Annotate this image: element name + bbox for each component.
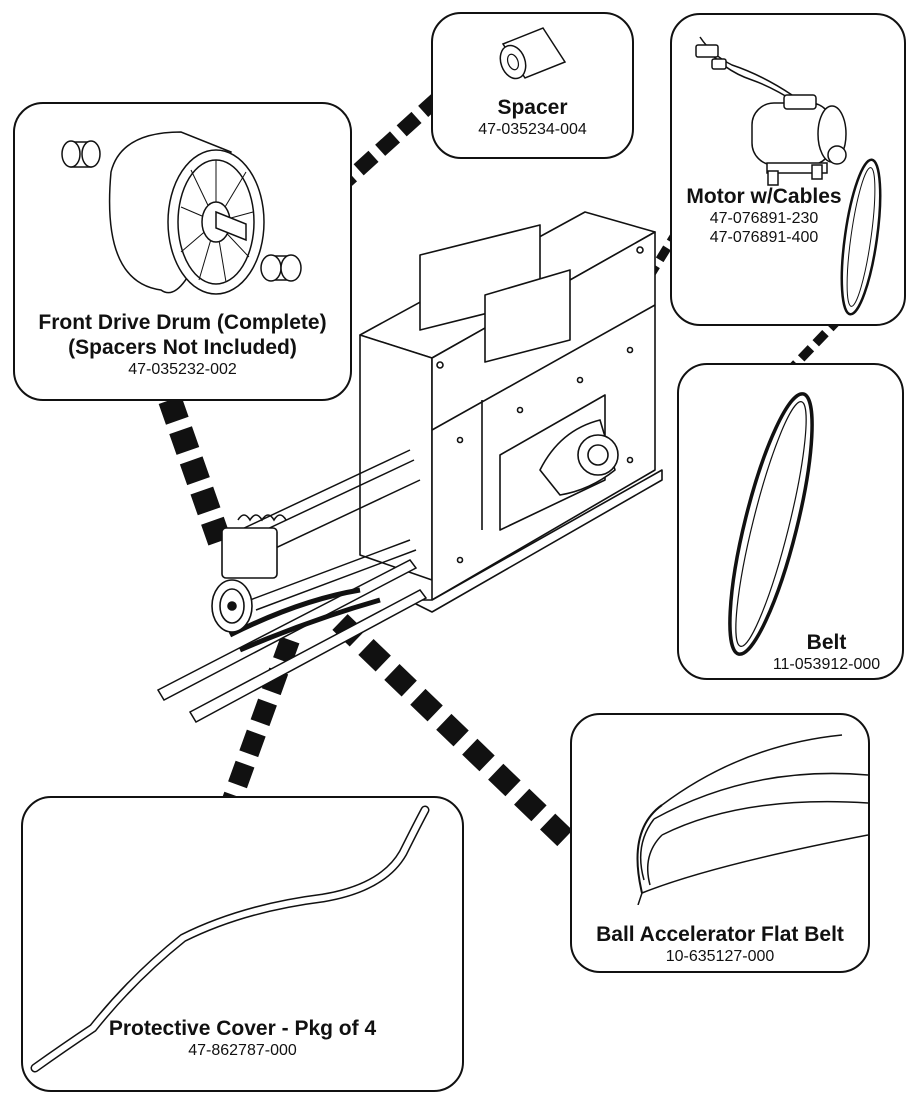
- cover-part-number: 47-862787-000: [188, 1041, 297, 1059]
- spacer-callout: Spacer 47-035234-004: [431, 12, 634, 159]
- flat-belt-title: Ball Accelerator Flat Belt: [596, 923, 844, 946]
- leader-belt: [786, 314, 844, 374]
- motor-part-number-1: 47-076891-230: [709, 209, 819, 227]
- front-drive-drum-callout: Front Drive Drum (Complete) (Spacers Not…: [13, 102, 352, 401]
- protective-cover-icon: [30, 805, 430, 1073]
- drum-icon: [61, 131, 302, 295]
- accelerator-rails: [156, 449, 428, 724]
- front-drum-assembly: [211, 514, 287, 633]
- belt-part-number: 11-053912-000: [772, 655, 881, 673]
- spacer-part-number: 47-035234-004: [478, 120, 587, 138]
- belt-title: Belt: [806, 631, 847, 654]
- motor-part-number-2: 47-076891-400: [709, 228, 819, 246]
- leader-flat-belt: [332, 614, 580, 853]
- cover-title: Protective Cover - Pkg of 4: [108, 1017, 377, 1040]
- drum-part-number: 47-035232-002: [128, 360, 237, 378]
- flat-belt-callout: Ball Accelerator Flat Belt 10-635127-000: [570, 713, 870, 973]
- protective-cover-callout: Protective Cover - Pkg of 4 47-862787-00…: [21, 796, 464, 1092]
- belt-callout: Belt 11-053912-000: [677, 363, 904, 680]
- leader-drum: [158, 396, 234, 552]
- drum-title-line1: Front Drive Drum (Complete): [38, 311, 327, 334]
- flat-belt-icon: [636, 734, 868, 905]
- ball-return-cabinet: [359, 211, 663, 613]
- leader-cover: [222, 636, 300, 804]
- spacer-icon: [499, 27, 567, 80]
- motor-title: Motor w/Cables: [686, 185, 842, 208]
- flat-belt-part-number: 10-635127-000: [665, 947, 775, 965]
- drum-title-line2: (Spacers Not Included): [68, 335, 297, 359]
- motor-icon: [695, 36, 882, 316]
- belt-icon: [728, 392, 814, 656]
- motor-callout: Motor w/Cables 47-076891-230 47-076891-4…: [670, 13, 906, 326]
- spacer-title: Spacer: [497, 96, 568, 119]
